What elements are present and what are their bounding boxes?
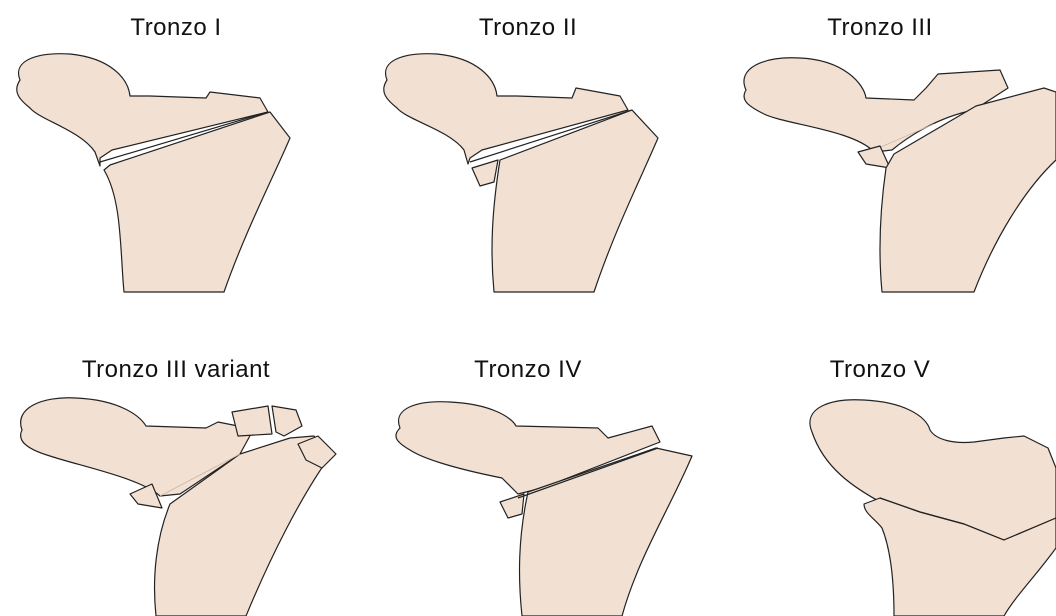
femur-illustration <box>0 308 352 616</box>
panel-tronzo-1: Tronzo I <box>0 0 352 308</box>
panel-tronzo-3-variant: Tronzo III variant <box>0 308 352 616</box>
greater-trochanter-fragment-2 <box>272 406 302 436</box>
panel-tronzo-2: Tronzo II <box>352 0 704 308</box>
greater-trochanter-fragment-1 <box>232 406 272 436</box>
panel-tronzo-3: Tronzo III <box>704 0 1056 308</box>
lesser-trochanter-fragment <box>472 160 498 186</box>
femur-illustration <box>704 308 1056 616</box>
femur-illustration <box>352 308 704 616</box>
panel-tronzo-4: Tronzo IV <box>352 308 704 616</box>
panel-tronzo-5: Tronzo V <box>704 308 1056 616</box>
femur-illustration <box>352 0 704 308</box>
femur-illustration <box>704 0 1056 308</box>
femur-illustration <box>0 0 352 308</box>
